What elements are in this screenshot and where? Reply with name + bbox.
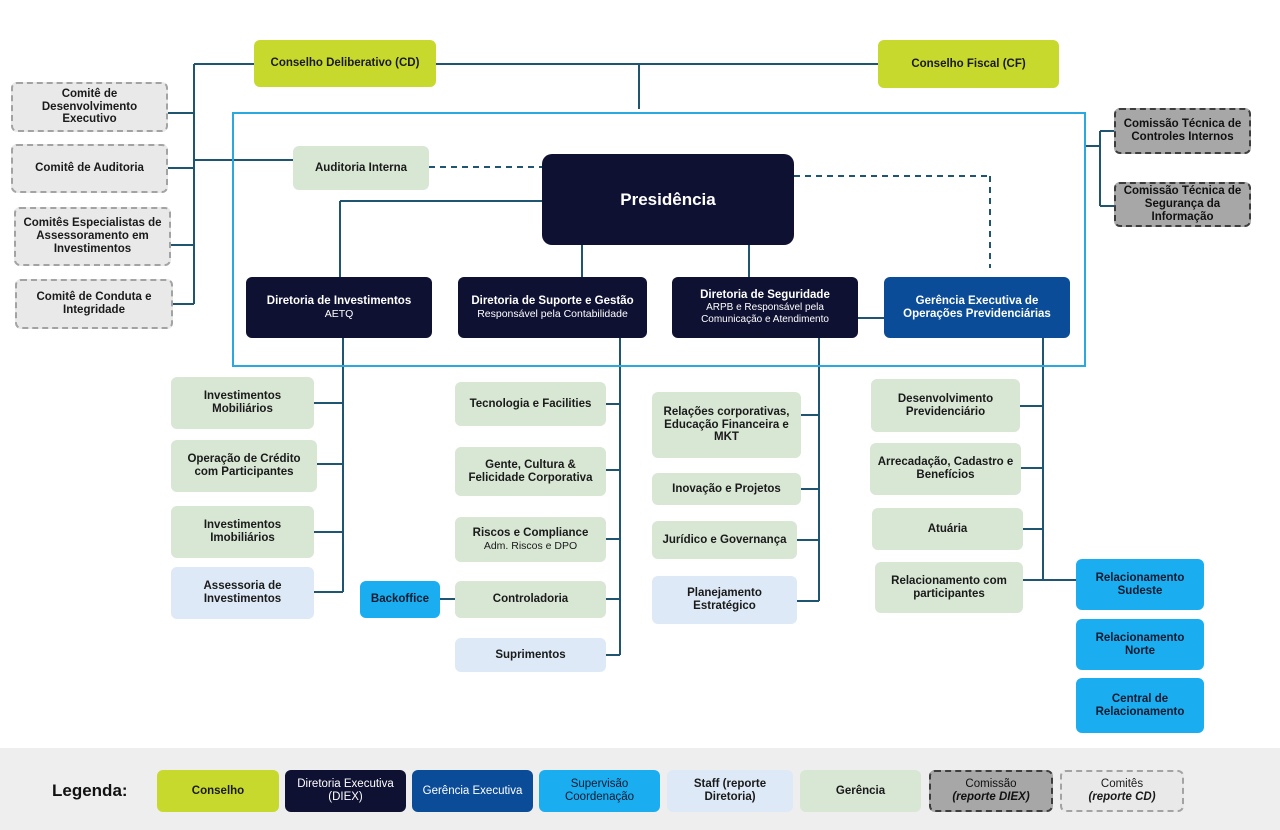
gerencia-executiva-operacoes: Gerência Executiva de Operações Previden… — [884, 277, 1070, 338]
legend-diretoria: Diretoria Executiva (DIEX) — [285, 770, 406, 812]
legend-comites: Comitês (reporte CD) — [1060, 770, 1184, 812]
conselho-fiscal: Conselho Fiscal (CF) — [878, 40, 1059, 88]
comite-desenvolvimento-executivo: Comitê de Desenvolvimento Executivo — [11, 82, 168, 132]
comites-especialistas: Comitês Especialistas de Assessoramento … — [14, 207, 171, 266]
legend-title: Legenda: — [52, 781, 128, 800]
legend-gerencia: Gerência — [800, 770, 921, 812]
diretoria-suporte-gestao: Diretoria de Suporte e Gestão Responsáve… — [458, 277, 647, 338]
unit-juridico-governanca: Jurídico e Governança — [652, 521, 797, 559]
unit-operacao-credito: Operação de Crédito com Participantes — [171, 440, 317, 492]
diretoria-seguridade: Diretoria de Seguridade ARPB e Responsáv… — [672, 277, 858, 338]
unit-suprimentos: Suprimentos — [455, 638, 606, 672]
unit-riscos-compliance: Riscos e Compliance Adm. Riscos e DPO — [455, 517, 606, 562]
comite-conduta-integridade: Comitê de Conduta e Integridade — [15, 279, 173, 329]
unit-investimentos-mobiliarios: Investimentos Mobiliários — [171, 377, 314, 429]
unit-relacionamento-norte: Relacionamento Norte — [1076, 619, 1204, 670]
unit-atuaria: Atuária — [872, 508, 1023, 550]
comissao-controles-internos: Comissão Técnica de Controles Internos — [1114, 108, 1251, 154]
unit-arrecadacao-cadastro: Arrecadação, Cadastro e Benefícios — [870, 443, 1021, 495]
unit-central-relacionamento: Central de Relacionamento — [1076, 678, 1204, 733]
legend-supervisao: Supervisão Coordenação — [539, 770, 660, 812]
legend-comissao: Comissão (reporte DIEX) — [929, 770, 1053, 812]
unit-relacoes-corporativas: Relações corporativas, Educação Financei… — [652, 392, 801, 458]
unit-controladoria: Controladoria — [455, 581, 606, 618]
unit-desenvolvimento-previdenciario: Desenvolvimento Previdenciário — [871, 379, 1020, 432]
unit-relacionamento-sudeste: Relacionamento Sudeste — [1076, 559, 1204, 610]
comite-auditoria: Comitê de Auditoria — [11, 144, 168, 193]
unit-relacionamento-participantes: Relacionamento com participantes — [875, 562, 1023, 613]
unit-investimentos-imobiliarios: Investimentos Imobiliários — [171, 506, 314, 558]
unit-planejamento-estrategico: Planejamento Estratégico — [652, 576, 797, 624]
legend-staff: Staff (reporte Diretoria) — [667, 770, 793, 812]
unit-backoffice: Backoffice — [360, 581, 440, 618]
diretoria-investimentos: Diretoria de Investimentos AETQ — [246, 277, 432, 338]
comissao-seguranca-informacao: Comissão Técnica de Segurança da Informa… — [1114, 182, 1251, 227]
legend-gerencia-executiva: Gerência Executiva — [412, 770, 533, 812]
unit-assessoria-investimentos: Assessoria de Investimentos — [171, 567, 314, 619]
diex-frame — [232, 112, 1086, 367]
presidencia: Presidência — [542, 154, 794, 245]
legend-conselho: Conselho — [157, 770, 279, 812]
unit-tecnologia-facilities: Tecnologia e Facilities — [455, 382, 606, 426]
conselho-deliberativo: Conselho Deliberativo (CD) — [254, 40, 436, 87]
unit-inovacao-projetos: Inovação e Projetos — [652, 473, 801, 505]
auditoria-interna: Auditoria Interna — [293, 146, 429, 190]
unit-gente-cultura: Gente, Cultura & Felicidade Corporativa — [455, 447, 606, 496]
